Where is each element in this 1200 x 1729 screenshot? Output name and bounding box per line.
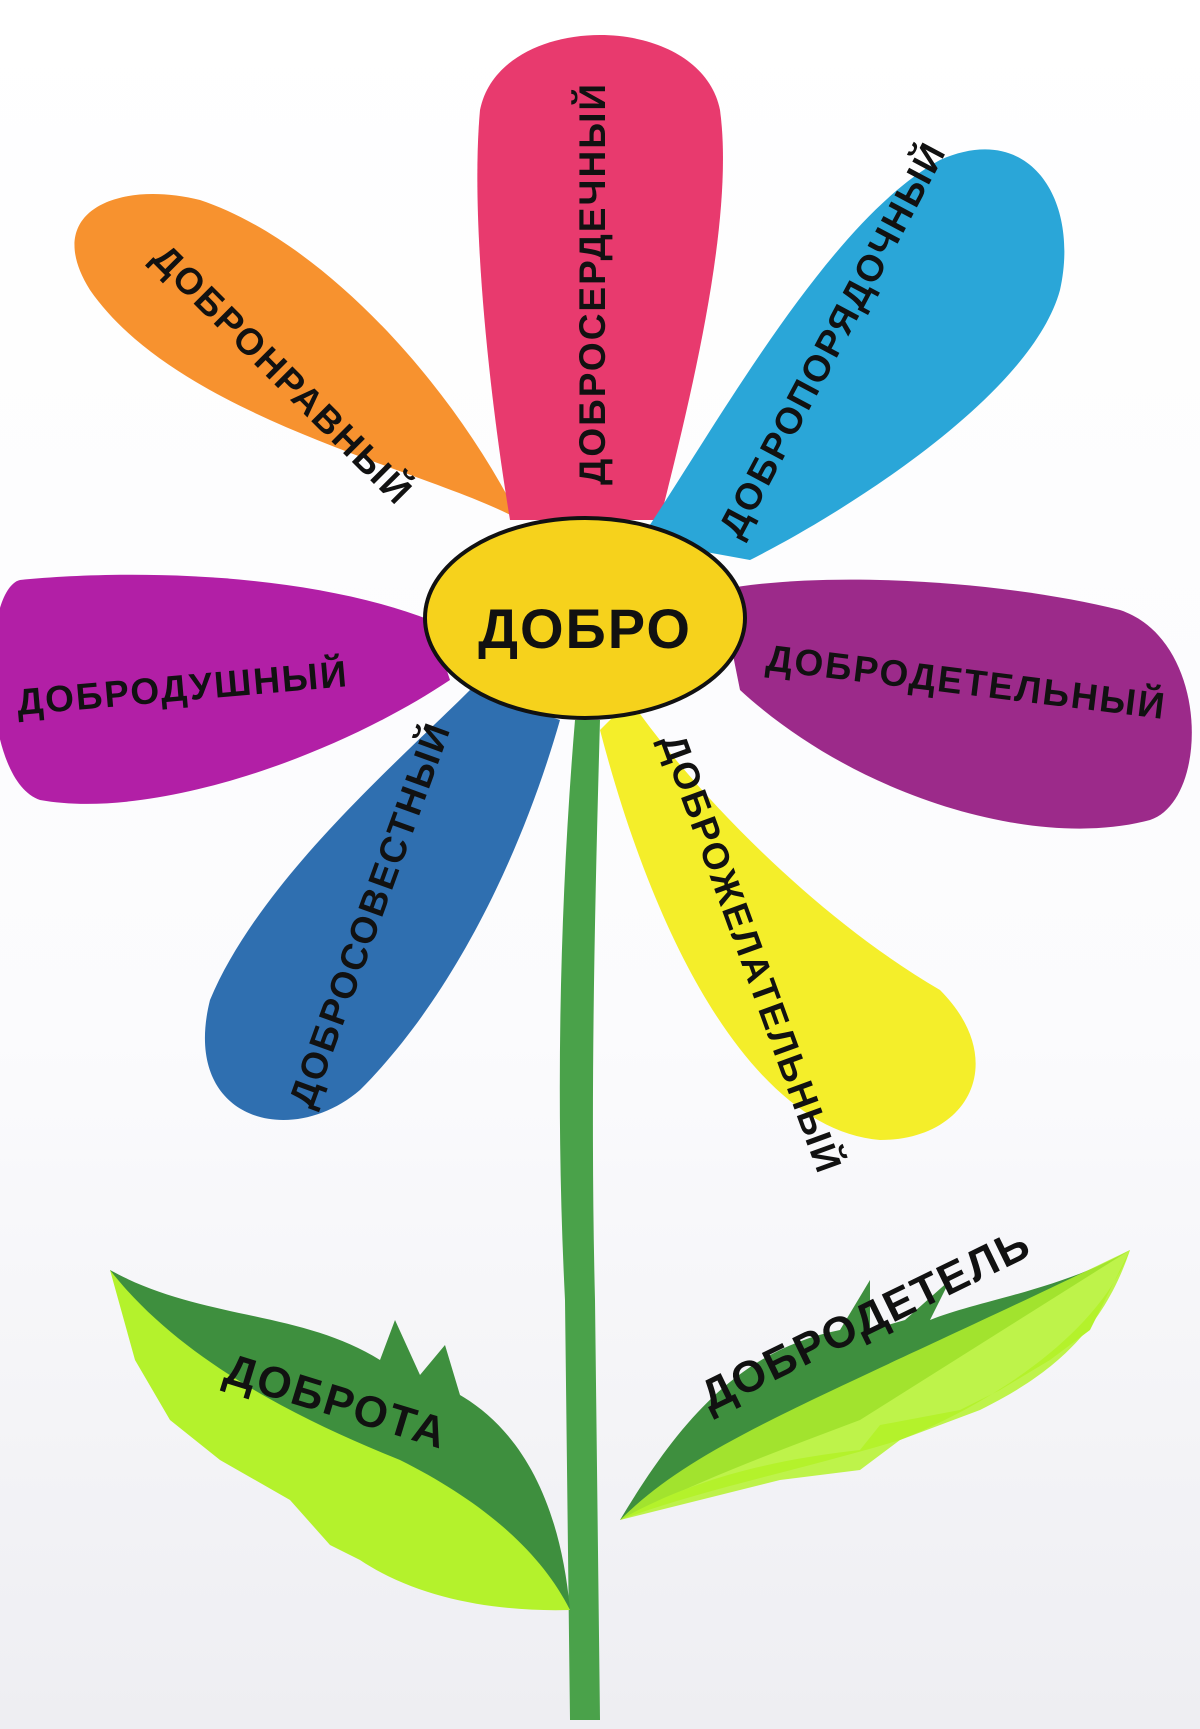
petal-pink: ДОБРОСЕРДЕЧНЫЙ [477, 35, 723, 520]
petal-orange: ДОБРОНРАВНЫЙ [74, 194, 521, 520]
stem [559, 720, 600, 1720]
petal-violet-right: ДОБРОДЕТЕЛЬНЫЙ [720, 579, 1192, 829]
petal-label-pink: ДОБРОСЕРДЕЧНЫЙ [571, 82, 613, 485]
center-label: ДОБРО [478, 597, 692, 660]
left-leaf: ДОБРОТА [110, 1270, 570, 1611]
right-leaf: ДОБРОДЕТЕЛЬ [620, 1219, 1130, 1520]
flower-center: ДОБРО [423, 516, 747, 720]
petal-violet-left: ДОБРОДУШНЫЙ [0, 574, 450, 804]
